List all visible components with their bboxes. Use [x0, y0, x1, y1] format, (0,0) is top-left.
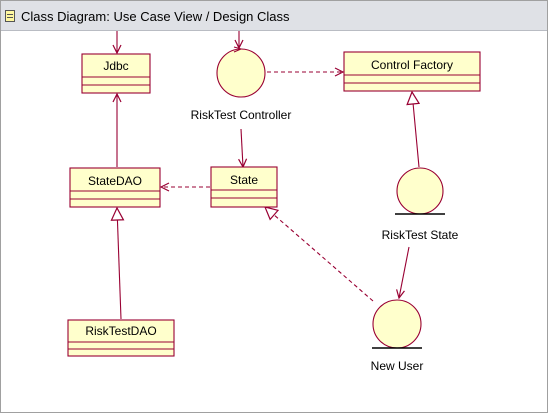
- association-riskteststate-newuser[interactable]: [399, 246, 410, 298]
- object-risktest-state[interactable]: RiskTest State: [382, 167, 459, 242]
- class-state[interactable]: State: [210, 166, 278, 208]
- class-jdbc[interactable]: Jdbc: [81, 53, 151, 94]
- class-diagram: Jdbc Control Factory StateDAO: [67, 31, 481, 373]
- object-risktest-controller-label: RiskTest Controller: [191, 108, 292, 122]
- object-risktest-controller[interactable]: RiskTest Controller: [191, 46, 292, 122]
- class-control-factory-label: Control Factory: [371, 58, 453, 72]
- class-risktestdao-label: RiskTestDAO: [85, 324, 156, 338]
- class-statedao-label: StateDAO: [88, 174, 142, 188]
- class-risktestdao[interactable]: RiskTestDAO: [67, 319, 175, 357]
- class-control-factory[interactable]: Control Factory: [343, 51, 481, 92]
- realization-newuser-state[interactable]: [265, 207, 374, 302]
- title-bar[interactable]: Class Diagram: Use Case View / Design Cl…: [1, 1, 547, 31]
- generalization-riskteststate-controlfactory[interactable]: [412, 92, 419, 168]
- object-risktest-state-label: RiskTest State: [382, 228, 459, 242]
- window-title: Class Diagram: Use Case View / Design Cl…: [21, 9, 290, 24]
- controller-icon: [216, 48, 266, 98]
- entity-icon: [396, 167, 444, 215]
- class-diagram-icon: [5, 10, 15, 22]
- object-new-user[interactable]: New User: [371, 299, 424, 373]
- entity-icon: [372, 299, 422, 349]
- diagram-canvas[interactable]: Jdbc Control Factory StateDAO: [1, 31, 547, 412]
- object-new-user-label: New User: [371, 359, 424, 373]
- generalization-risktestdao-statedao[interactable]: [117, 208, 121, 320]
- association-controller-state[interactable]: [241, 128, 243, 167]
- class-statedao[interactable]: StateDAO: [69, 167, 161, 208]
- class-state-label: State: [230, 173, 258, 187]
- class-jdbc-label: Jdbc: [103, 59, 128, 73]
